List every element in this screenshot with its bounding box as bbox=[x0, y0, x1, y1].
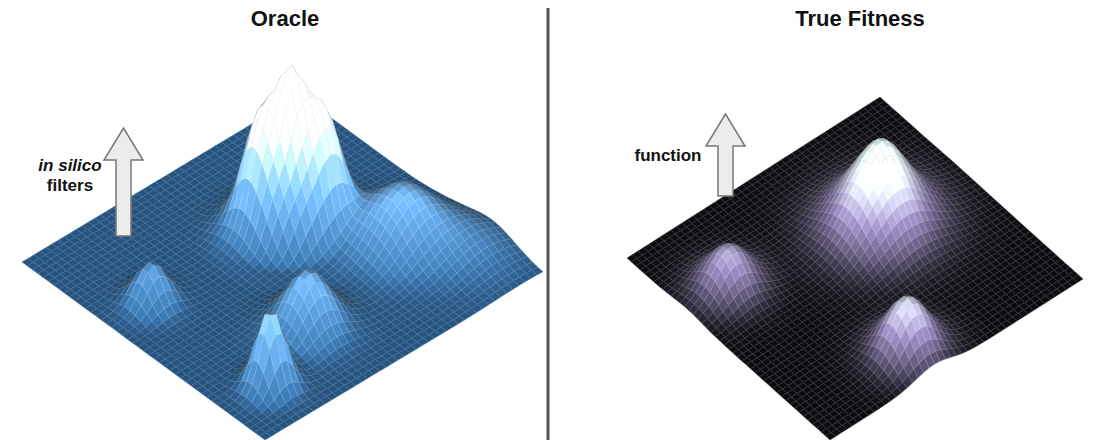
oracle-surface bbox=[22, 65, 543, 440]
